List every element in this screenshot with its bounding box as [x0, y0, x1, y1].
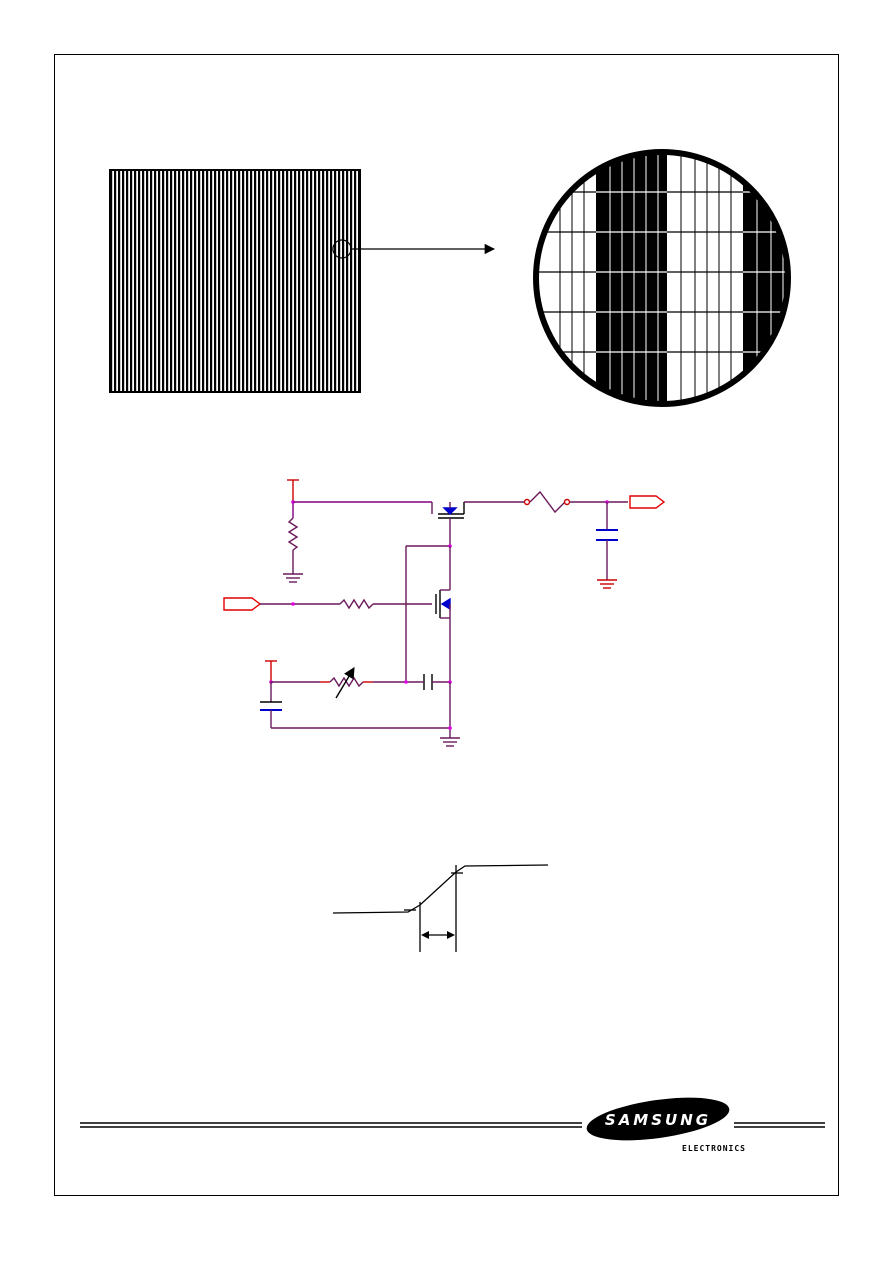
- driver-transistor: [435, 589, 451, 619]
- output-port: [629, 495, 666, 509]
- switch-transistor: [438, 502, 465, 546]
- magnifier-ring: [533, 149, 791, 407]
- panel-pattern-figure: [109, 169, 496, 393]
- brand-subtitle: ELECTRONICS: [682, 1144, 746, 1153]
- magnified-view: [533, 149, 791, 407]
- page-border: [54, 54, 839, 1196]
- input-port: [223, 597, 262, 611]
- pull-down-resistor: [287, 517, 299, 551]
- circuit-schematic: [223, 479, 666, 747]
- gate-resistor: [339, 598, 374, 610]
- rise-time-waveform: [332, 864, 549, 952]
- striped-panel: [109, 169, 361, 393]
- variable-resistor: [329, 676, 364, 688]
- ground-symbol: [283, 573, 303, 583]
- main-ground-symbol: [440, 737, 460, 747]
- samsung-logo: SAMSUNG: [586, 1097, 730, 1141]
- dark-column: [596, 152, 667, 404]
- brand-word: SAMSUNG: [605, 1111, 711, 1129]
- load-element: [529, 490, 566, 514]
- waveform-line: [332, 864, 549, 914]
- footer: SAMSUNG ELECTRONICS: [80, 1097, 825, 1153]
